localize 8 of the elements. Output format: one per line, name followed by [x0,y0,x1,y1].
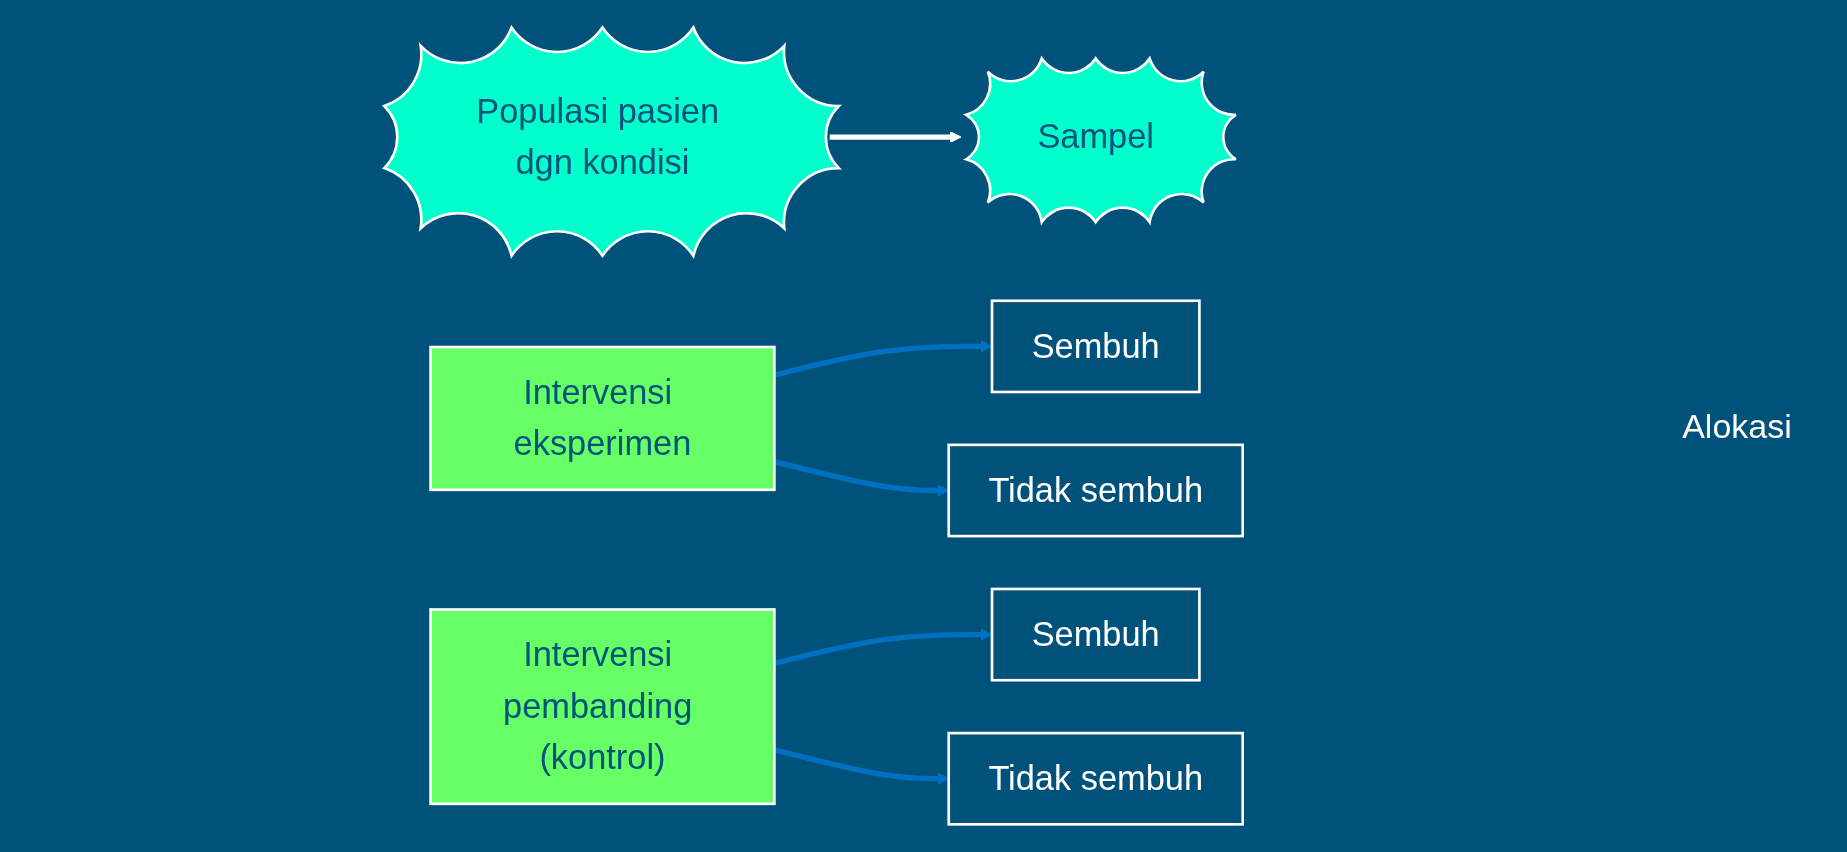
arrow [829,131,962,143]
node-box: Intervensi pembanding (kontrol) [429,608,776,806]
node-box: Sembuh [990,299,1201,394]
node-box: Tidak sembuh [947,443,1244,538]
allocation-label: Alokasi [1682,406,1792,446]
node-box: Sembuh [990,587,1201,682]
node-box: Tidak sembuh [947,731,1244,826]
node-box: Intervensi eksperimen [429,345,776,492]
